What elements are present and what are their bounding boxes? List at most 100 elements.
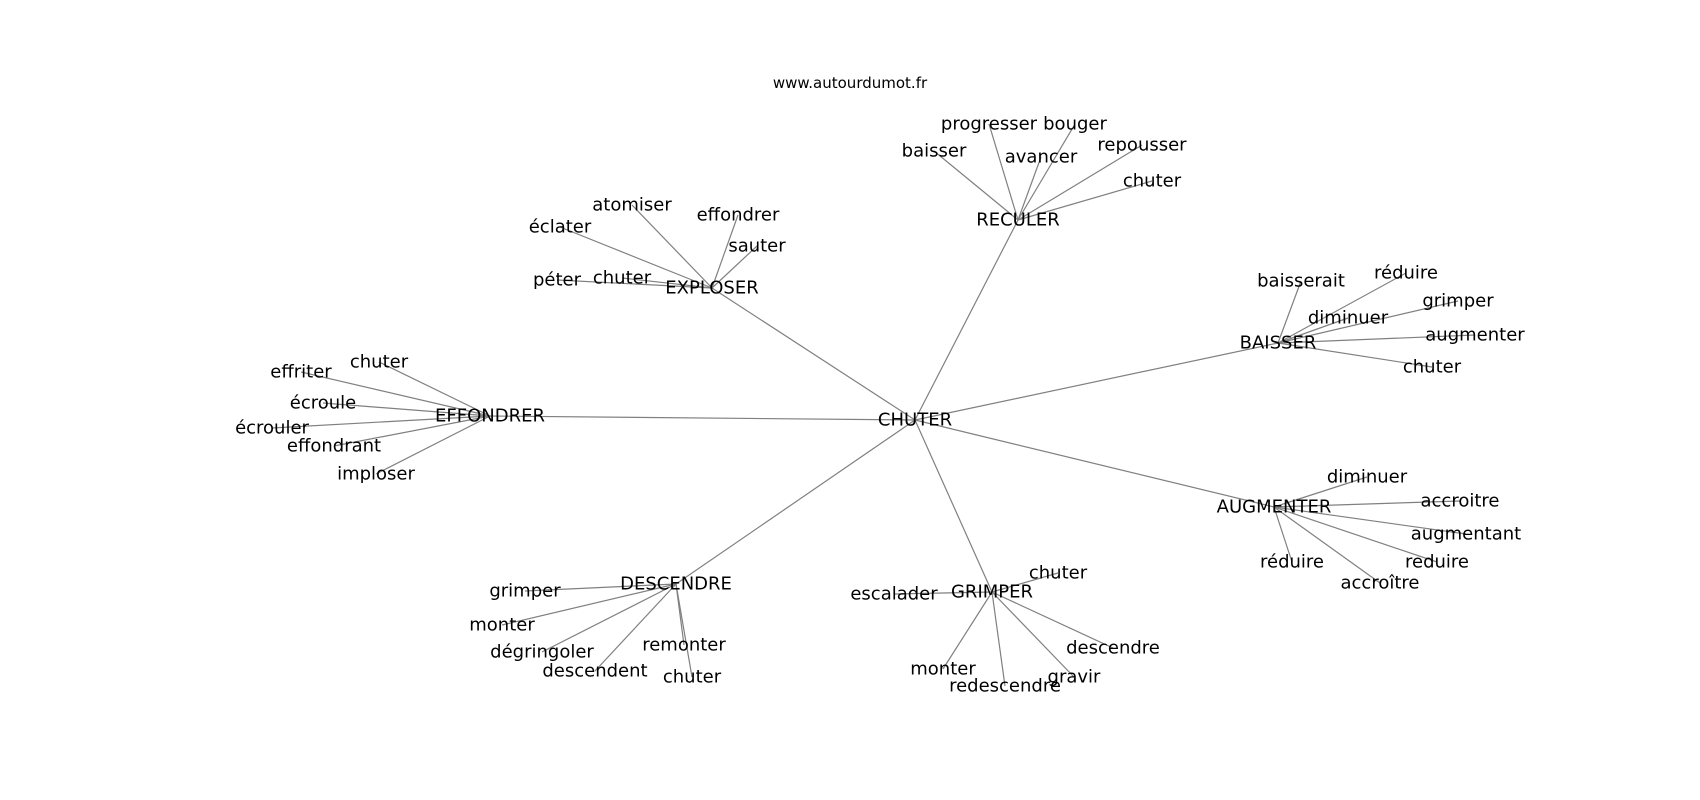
leaf-word-node[interactable]: chuter xyxy=(1123,171,1182,192)
leaf-word-node[interactable]: progresser xyxy=(941,114,1038,135)
edge-effondrer-leaf xyxy=(378,361,491,417)
edge-exploser-leaf xyxy=(711,214,739,289)
leaf-word-node[interactable]: bouger xyxy=(1043,114,1107,135)
leaf-word-node[interactable]: escalader xyxy=(850,584,938,605)
hub-word-node-baisser[interactable]: BAISSER xyxy=(1240,333,1317,354)
edge-center-augmenter xyxy=(914,419,1275,508)
edge-grimper-leaf xyxy=(991,591,1006,687)
leaf-word-node[interactable]: diminuer xyxy=(1308,308,1389,329)
site-watermark: www.autourdumot.fr xyxy=(773,74,928,92)
edge-baisser-leaf xyxy=(1277,342,1433,368)
edge-center-descendre xyxy=(675,419,916,585)
edge-exploser-leaf xyxy=(711,245,758,289)
leaf-word-node[interactable]: effondrer xyxy=(697,205,780,226)
edge-grimper-leaf xyxy=(991,572,1059,593)
leaf-word-node[interactable]: remonter xyxy=(642,635,726,656)
edge-reculer-leaf xyxy=(1017,123,1076,221)
hub-word-node-grimper[interactable]: GRIMPER xyxy=(951,582,1033,603)
edge-augmenter-leaf xyxy=(1273,476,1368,508)
leaf-word-node[interactable]: réduire xyxy=(1374,263,1438,284)
edge-grimper-leaf xyxy=(893,591,993,595)
edge-descendre-leaf xyxy=(675,583,693,678)
leaf-word-node[interactable]: descendre xyxy=(1066,638,1160,659)
leaf-word-node[interactable]: baisser xyxy=(902,141,967,162)
leaf-word-node[interactable]: avancer xyxy=(1005,147,1078,168)
edge-reculer-leaf xyxy=(1017,156,1042,221)
leaf-word-node[interactable]: augmenter xyxy=(1425,325,1525,346)
edges-layer xyxy=(271,123,1476,687)
edge-augmenter-leaf xyxy=(1273,506,1381,584)
leaf-word-node[interactable]: diminuer xyxy=(1327,467,1408,488)
edge-grimper-leaf xyxy=(942,591,993,670)
edge-exploser-leaf xyxy=(559,226,713,289)
edge-augmenter-leaf xyxy=(1273,506,1467,535)
leaf-word-node[interactable]: accroitre xyxy=(1421,491,1500,512)
edge-baisser-leaf xyxy=(1277,272,1407,344)
edge-center-grimper xyxy=(914,419,993,593)
leaf-word-node[interactable]: monter xyxy=(469,615,535,636)
edge-reculer-leaf xyxy=(933,150,1019,221)
edge-exploser-leaf xyxy=(631,204,713,289)
edge-grimper-leaf xyxy=(991,591,1075,678)
edge-baisser-leaf xyxy=(1277,300,1459,344)
edge-augmenter-leaf xyxy=(1273,500,1461,508)
edge-center-effondrer xyxy=(489,415,916,421)
edge-grimper-leaf xyxy=(991,591,1114,649)
hub-word-node-effondrer[interactable]: EFFONDRER xyxy=(435,406,545,427)
leaf-word-node[interactable]: effondrant xyxy=(287,436,381,457)
leaf-word-node[interactable]: sauter xyxy=(728,236,786,257)
edge-effondrer-leaf xyxy=(375,415,491,475)
edge-baisser-leaf xyxy=(1277,334,1476,344)
leaf-word-node[interactable]: descendent xyxy=(542,661,647,682)
leaf-word-node[interactable]: dégringoler xyxy=(490,642,594,663)
edge-descendre-leaf xyxy=(541,583,677,653)
leaf-word-node[interactable]: écroule xyxy=(290,393,356,414)
edge-augmenter-leaf xyxy=(1273,506,1438,563)
edge-reculer-leaf xyxy=(988,123,1019,221)
leaf-word-node[interactable]: réduire xyxy=(1260,552,1324,573)
leaf-word-node[interactable]: atomiser xyxy=(592,195,672,216)
leaf-word-node[interactable]: baisserait xyxy=(1257,271,1345,292)
edge-exploser-leaf xyxy=(556,279,713,289)
edge-baisser-leaf xyxy=(1277,317,1349,344)
edge-effondrer-leaf xyxy=(300,371,491,417)
leaf-word-node[interactable]: augmentant xyxy=(1411,524,1521,545)
leaf-word-node[interactable]: écrouler xyxy=(235,418,309,439)
edge-descendre-leaf xyxy=(501,583,677,626)
edge-reculer-leaf xyxy=(1017,180,1153,221)
hub-word-node-descendre[interactable]: DESCENDRE xyxy=(620,574,732,595)
edge-exploser-leaf xyxy=(621,277,713,289)
leaf-word-node[interactable]: grimper xyxy=(489,581,561,602)
leaf-word-node[interactable]: péter xyxy=(533,270,582,291)
edge-effondrer-leaf xyxy=(322,402,491,417)
leaf-word-node[interactable]: reduire xyxy=(1405,552,1469,573)
leaf-word-node[interactable]: gravir xyxy=(1048,667,1102,688)
leaf-word-node[interactable]: chuter xyxy=(663,667,722,688)
edge-center-exploser xyxy=(711,287,916,421)
leaf-word-node[interactable]: chuter xyxy=(1029,563,1088,584)
leaf-word-node[interactable]: effriter xyxy=(270,362,332,383)
leaf-word-node[interactable]: chuter xyxy=(1403,357,1462,378)
edge-effondrer-leaf xyxy=(271,415,491,429)
edge-center-baisser xyxy=(914,342,1279,421)
edge-descendre-leaf xyxy=(524,583,677,592)
hub-word-node-augmenter[interactable]: AUGMENTER xyxy=(1217,497,1332,518)
edge-augmenter-leaf xyxy=(1273,506,1293,563)
leaf-word-node[interactable]: repousser xyxy=(1097,135,1187,156)
center-word-node[interactable]: CHUTER xyxy=(878,410,952,431)
leaf-word-node[interactable]: imploser xyxy=(337,464,415,485)
leaf-word-node[interactable]: chuter xyxy=(593,268,652,289)
leaf-word-node[interactable]: chuter xyxy=(350,352,409,373)
edge-reculer-leaf xyxy=(1017,144,1143,221)
leaf-word-node[interactable]: monter xyxy=(910,659,976,680)
hub-word-node-exploser[interactable]: EXPLOSER xyxy=(665,278,758,299)
leaf-word-node[interactable]: redescendre xyxy=(949,676,1061,697)
leaf-word-node[interactable]: grimper xyxy=(1422,291,1494,312)
edge-descendre-leaf xyxy=(594,583,677,672)
leaf-word-node[interactable]: accroître xyxy=(1341,573,1420,594)
leaf-word-node[interactable]: éclater xyxy=(529,217,592,238)
edge-effondrer-leaf xyxy=(333,415,491,447)
hub-word-node-reculer[interactable]: RECULER xyxy=(976,210,1060,231)
